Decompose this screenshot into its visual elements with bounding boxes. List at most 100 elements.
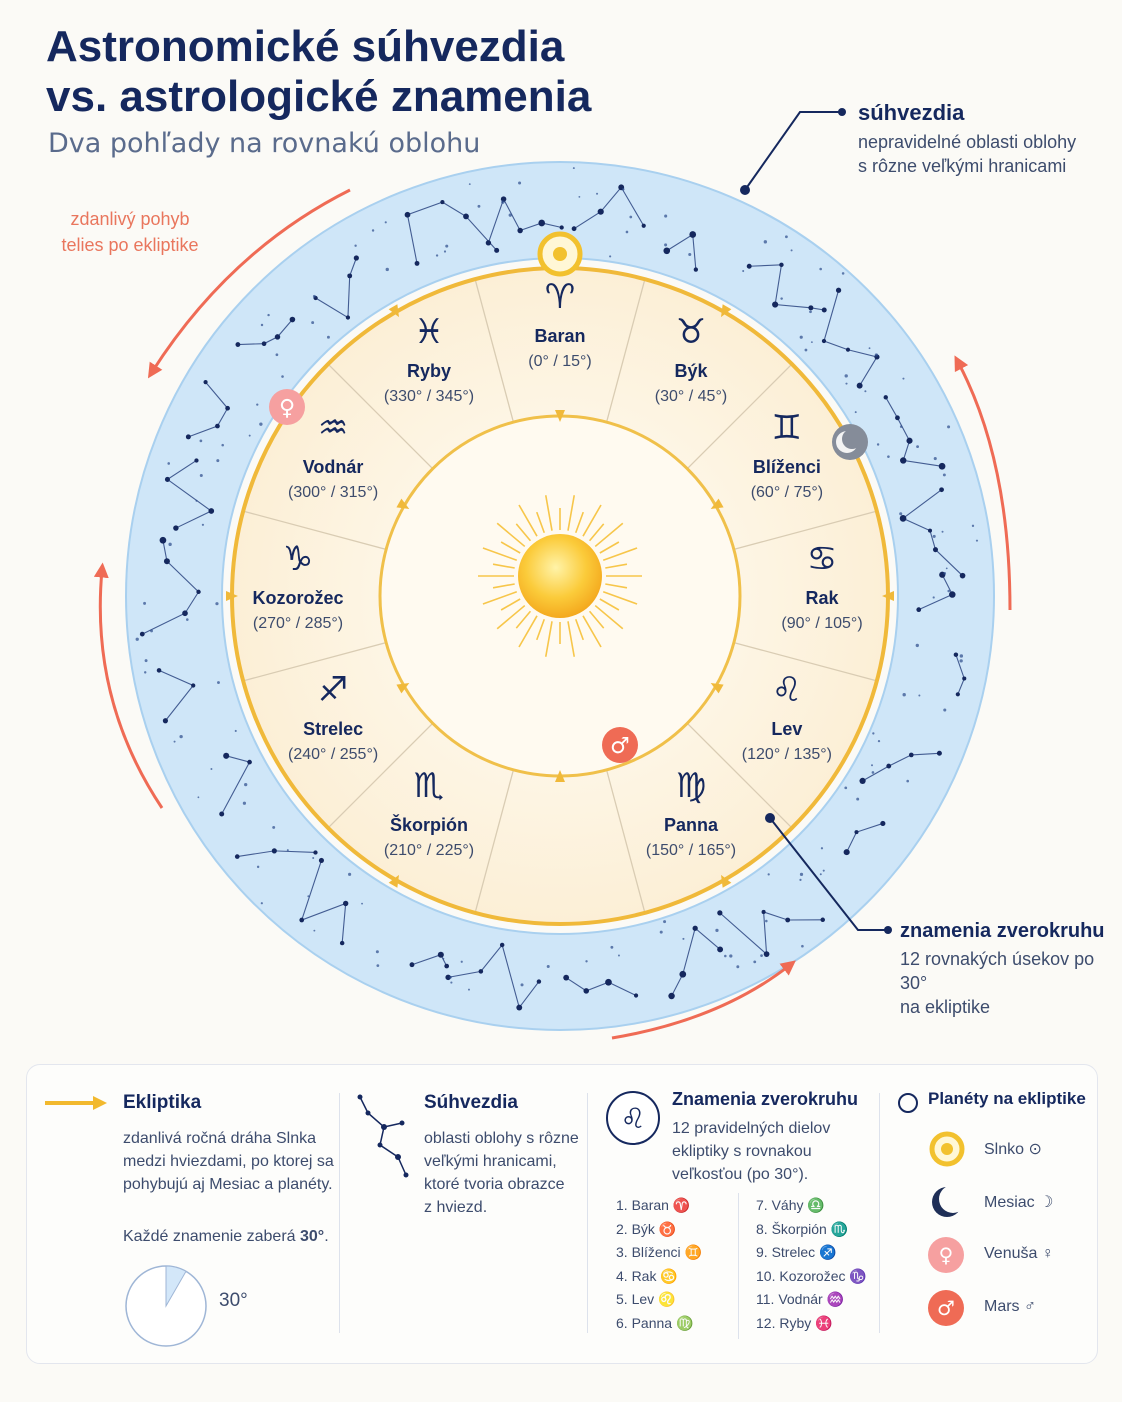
zodiac-glyph-icon: ♓	[414, 312, 444, 352]
constellation-line	[573, 186, 645, 230]
background-star	[312, 856, 315, 859]
constellation-star	[953, 652, 959, 657]
background-star	[943, 572, 947, 575]
zodiac-sign-6: ♍Panna(150° / 165°)	[646, 766, 736, 859]
planet-outline-icon	[898, 1093, 918, 1113]
ecliptic-arrow	[388, 304, 399, 318]
constellation-star	[440, 200, 445, 205]
background-star	[199, 473, 203, 478]
background-star	[275, 353, 279, 357]
constellation-star	[343, 900, 349, 907]
zodiac-callout-line	[769, 817, 885, 931]
zodiac-glyph-icon: ♐	[318, 670, 348, 710]
title-line-2: vs. astrologické znamenia	[46, 72, 592, 121]
background-star	[609, 255, 612, 258]
background-star	[201, 523, 205, 526]
background-star	[272, 825, 276, 829]
zodiac-sign-4: ♋Rak(90° / 105°)	[781, 539, 862, 632]
sun-ray	[496, 522, 526, 548]
constellations-callout-dot	[740, 185, 750, 195]
zodiac-glyph-icon: ♍	[676, 766, 706, 806]
background-star	[216, 459, 220, 463]
background-star	[724, 954, 727, 958]
constellation-line	[315, 257, 357, 319]
background-star	[876, 443, 880, 446]
constellation-star	[173, 525, 179, 531]
ecliptic-arrow	[710, 683, 724, 694]
list-item: 9. Strelec ♐	[756, 1244, 837, 1260]
constellation-star	[856, 382, 863, 389]
ecliptic-arrow	[721, 874, 732, 888]
constellation-star	[821, 307, 827, 313]
legend-zodiac-text: 12 pravidelných dielov ekliptiky s rovna…	[672, 1120, 831, 1183]
background-star	[572, 167, 575, 170]
sun-ray	[482, 590, 518, 605]
sun-ray	[567, 495, 576, 531]
constellation-star	[746, 263, 752, 269]
sun-ray	[496, 604, 526, 630]
ecliptic-arrow	[226, 591, 238, 601]
background-star	[753, 960, 757, 964]
zodiac-sign-name: Panna	[664, 815, 719, 835]
list-item: 1. Baran ♈	[616, 1197, 691, 1213]
constellation-star	[880, 820, 886, 827]
ecliptic-arrow	[388, 874, 399, 888]
list-item: 4. Rak ♋	[616, 1267, 678, 1284]
zodiac-sign-range: (300° / 315°)	[288, 484, 378, 501]
background-star	[971, 524, 975, 528]
background-star	[918, 694, 921, 697]
background-star	[804, 348, 808, 352]
zodiac-sign-name: Ryby	[407, 361, 451, 381]
constellation-band-outer-edge	[125, 161, 995, 1031]
constellation-line	[671, 927, 721, 997]
background-star	[217, 681, 220, 684]
constellation-star	[908, 752, 914, 758]
background-star	[625, 230, 629, 234]
constellation-star	[299, 917, 305, 923]
constellation-star	[936, 750, 942, 756]
legend-planet-venus: ♀	[928, 1235, 964, 1275]
background-star	[844, 786, 848, 790]
constellation-star	[163, 558, 170, 565]
constellation-star	[194, 458, 199, 463]
background-star	[799, 335, 803, 339]
background-star	[508, 213, 512, 217]
constellation-star	[886, 763, 892, 769]
sun-ray	[582, 504, 602, 537]
background-star	[384, 221, 387, 224]
legend-constellations-title: Súhvezdia	[424, 1092, 518, 1113]
background-star	[435, 254, 439, 257]
zodiac-sign-5: ♌Lev(120° / 135°)	[742, 670, 832, 763]
mars-badge-icon: ♂	[928, 1290, 964, 1326]
sun-badge-icon	[929, 1131, 965, 1167]
legend-divider	[339, 1093, 340, 1333]
background-star	[135, 637, 139, 641]
constellation-star	[139, 631, 145, 637]
constellation-star	[821, 338, 827, 344]
background-star	[790, 249, 793, 252]
background-star	[442, 957, 445, 960]
constellation-line	[565, 977, 637, 997]
background-star	[244, 782, 248, 787]
background-star	[259, 422, 263, 426]
background-star	[179, 734, 183, 739]
constellation-star	[162, 718, 168, 724]
ecliptic-arrow	[710, 498, 724, 509]
sun-ray	[518, 615, 538, 648]
sun-ray	[588, 610, 605, 629]
venus-badge-icon: ♀	[928, 1237, 964, 1273]
background-star	[915, 643, 919, 648]
legend-divider	[879, 1093, 880, 1333]
zodiac-sign-7: ♏Škorpión(210° / 225°)	[384, 766, 474, 859]
constellation-star	[289, 316, 296, 323]
zodiac-annotation-title: znamenia zverokruhu	[900, 920, 1105, 942]
background-star	[468, 183, 471, 186]
sector-divider	[605, 769, 646, 913]
background-star	[945, 567, 948, 570]
constellations-callout-end	[838, 108, 846, 116]
background-star	[307, 895, 310, 898]
background-star	[765, 919, 768, 923]
constellation-star	[215, 423, 220, 429]
constellation-star	[271, 848, 277, 854]
legend-ecliptic: Ekliptika zdanlivá ročná dráha Slnka med…	[27, 1065, 339, 1363]
